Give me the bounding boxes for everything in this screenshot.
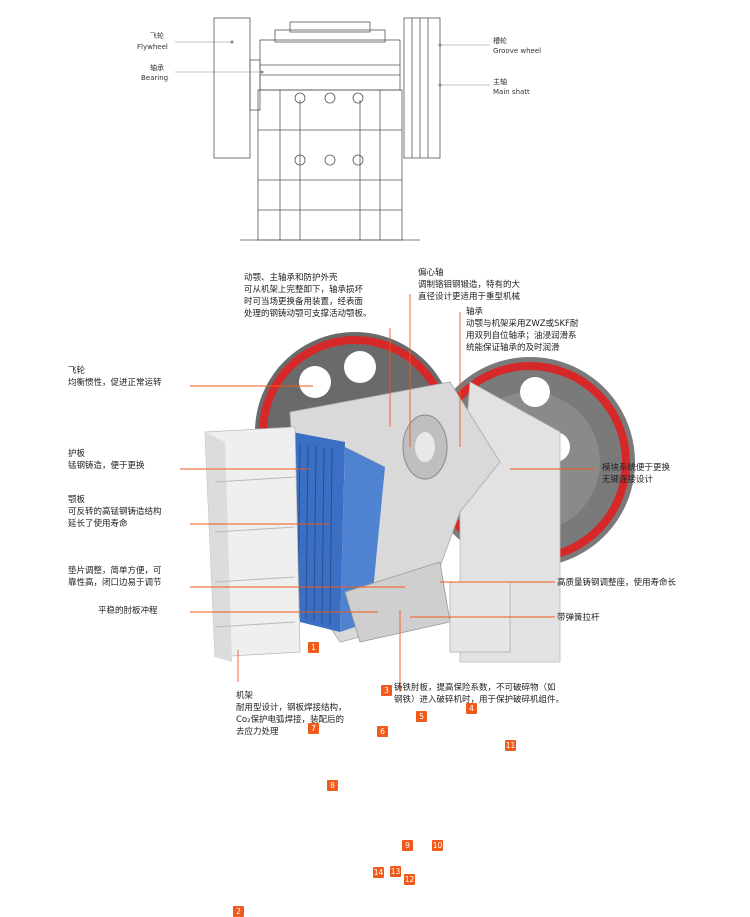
- callout-bearing: 轴承 动颚与机架采用ZWZ或SKF耐 用双列自位轴承；油浸润滑系 统能保证轴承的…: [466, 307, 579, 353]
- callout-flywheel: 飞轮 均衡惯性，促进正常运转: [68, 366, 162, 388]
- badge-11: 11: [505, 740, 516, 751]
- badge-10: 10: [432, 840, 443, 851]
- callout-toggle: 铸铁肘板，提高保险系数，不可破碎物（如 钢铁）进入破碎机时，用于保护破碎机组件。: [394, 683, 565, 705]
- callout-movable-jaw: 动颚、主轴承和防护外壳 可从机架上完整卸下，轴承损坏 时可当场更换备用装置，经表…: [244, 273, 372, 319]
- callout-toggle-impact: 平稳的肘板冲程: [98, 606, 158, 616]
- badge-8: 8: [327, 780, 338, 791]
- flywheel-label-en: Flywheel: [137, 43, 168, 51]
- badge-2: 2: [233, 906, 244, 917]
- badge-4: 4: [466, 703, 477, 714]
- callout-adjust-seat: 高质量铸钢调整座，使用寿命长: [557, 578, 677, 588]
- crusher-illustration: 1 2 3 4 5 6 7 8 9 10 11 12 13 14 动颚、主轴承和…: [0, 262, 750, 917]
- bearing-label-cn: 轴承: [150, 64, 164, 72]
- top-drawing-svg: [175, 17, 490, 241]
- top-drawing: 飞轮 Flywheel 轴承 Bearing 槽轮 Groove wheel 主…: [0, 0, 750, 250]
- callout-spring-rod: 带弹簧拉杆: [557, 613, 600, 623]
- groove-label-cn: 槽轮: [493, 37, 507, 45]
- badge-6: 6: [377, 726, 388, 737]
- badge-14: 14: [373, 867, 384, 878]
- badge-7: 7: [308, 723, 319, 734]
- callout-frame: 机架 耐用型设计，钢板焊接结构， Co₂保护电弧焊接，装配后的 去应力处理: [236, 691, 347, 737]
- badge-3: 3: [381, 685, 392, 696]
- callout-guard-plate: 护板 锰钢铸造，便于更换: [68, 449, 145, 471]
- callout-eccentric-shaft: 偏心轴 调制铬钼钢锻造，特有的大 直径设计更适用于重型机械: [418, 268, 521, 302]
- flywheel-label-cn: 飞轮: [150, 32, 164, 40]
- flywheel-left-shape: [213, 17, 251, 159]
- callout-jaw-plate: 颚板 可反转的高锰钢铸造结构 延长了使用寿命: [68, 495, 162, 529]
- callout-shim: 垫片调整，简单方便，可 靠性高，闭口边易于调节: [68, 566, 162, 588]
- groove-wheel-shape: [403, 17, 441, 159]
- frame-left: [204, 426, 301, 662]
- badge-1: 1: [308, 642, 319, 653]
- badge-12: 12: [404, 874, 415, 885]
- badge-5: 5: [416, 711, 427, 722]
- groove-label-en: Groove wheel: [493, 47, 542, 55]
- shaft-label-en: Main shatt: [493, 88, 530, 96]
- crusher-illustration-svg: [180, 294, 635, 692]
- shaft-label-cn: 主轴: [493, 78, 507, 86]
- callout-module: 模块系统便于更换 无键连接设计: [602, 463, 671, 485]
- badge-9: 9: [402, 840, 413, 851]
- badge-13: 13: [390, 866, 401, 877]
- bearing-label-en: Bearing: [141, 74, 169, 82]
